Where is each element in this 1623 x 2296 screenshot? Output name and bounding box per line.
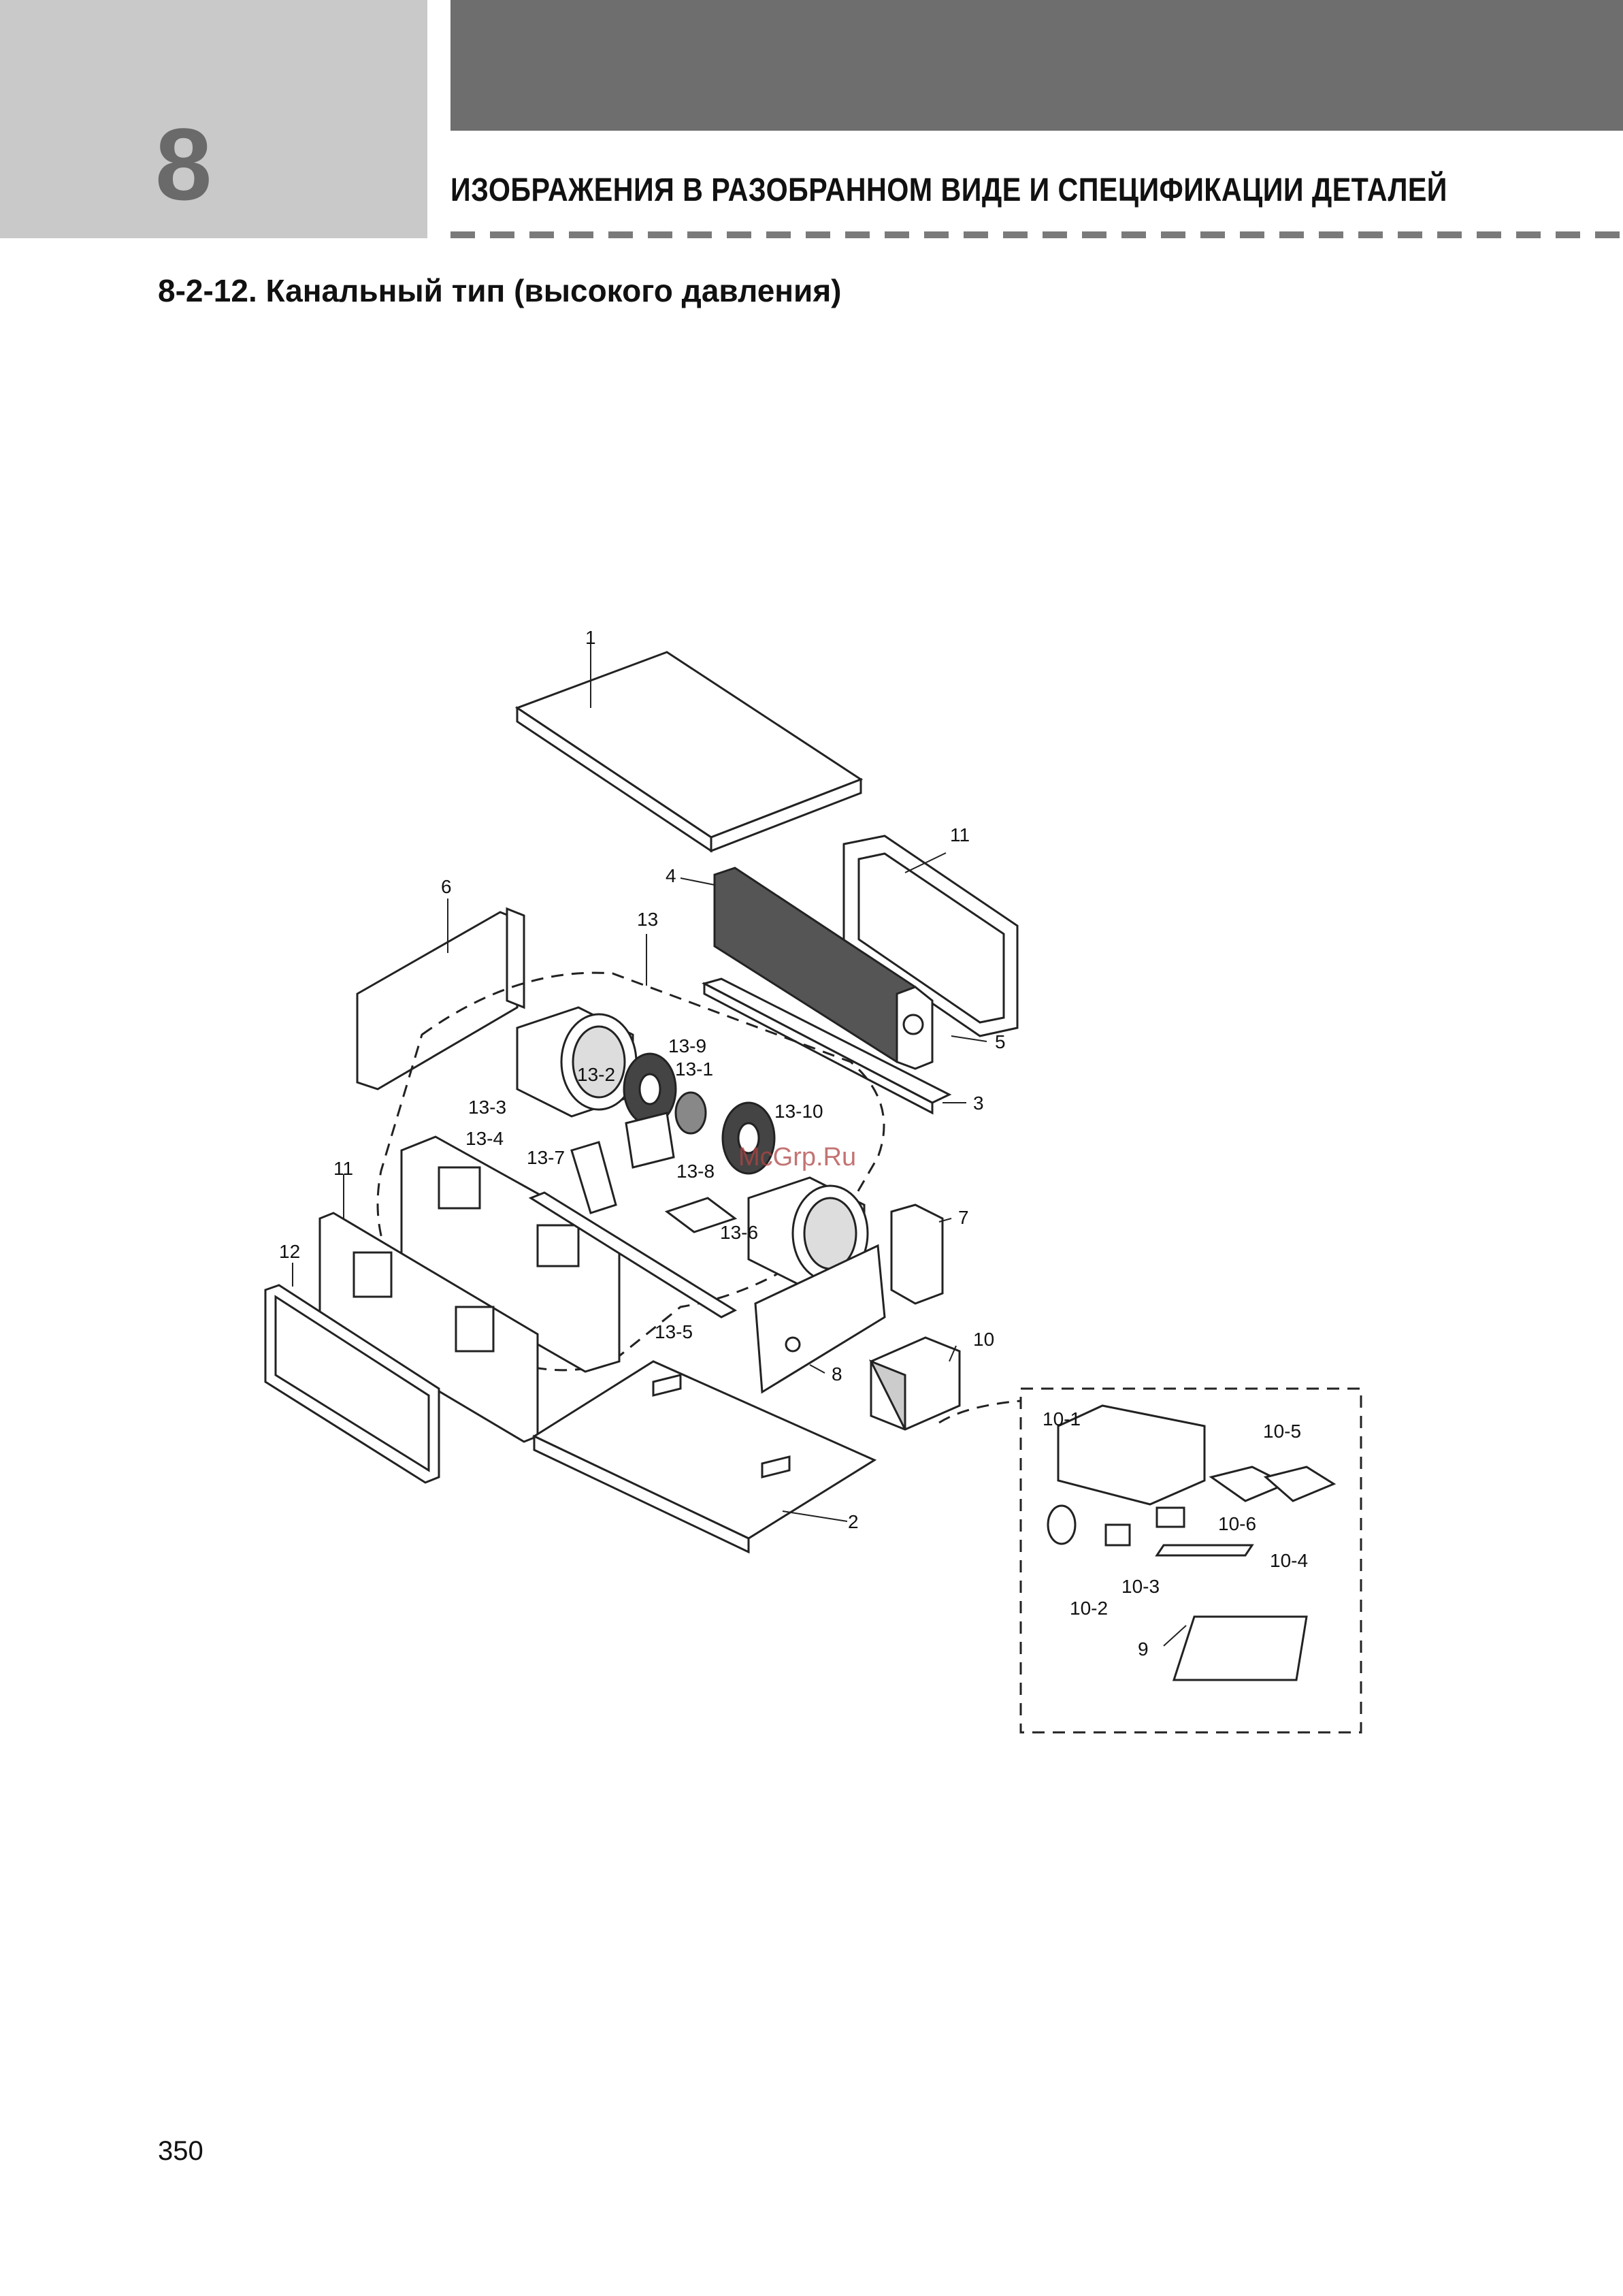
- callout-10-5: 10-5: [1263, 1421, 1301, 1442]
- part-motor: [676, 1093, 706, 1133]
- callout-13-9: 13-9: [668, 1035, 706, 1056]
- part-top-panel: [517, 652, 861, 851]
- callout-8: 8: [832, 1363, 842, 1385]
- part-side-panel-left: [357, 909, 524, 1089]
- callout-6: 6: [441, 876, 452, 897]
- callout-13-8: 13-8: [676, 1161, 715, 1182]
- callout-11-upper: 11: [950, 824, 970, 845]
- callout-10-2: 10-2: [1070, 1598, 1108, 1619]
- callout-10-6: 10-6: [1218, 1513, 1256, 1534]
- watermark: McGrp.Ru: [738, 1143, 856, 1171]
- callout-13-4: 13-4: [465, 1128, 504, 1149]
- callout-13-7: 13-7: [527, 1147, 565, 1168]
- callout-13-2: 13-2: [577, 1064, 615, 1085]
- callout-7: 7: [958, 1207, 969, 1228]
- callout-10-3: 10-3: [1121, 1576, 1160, 1597]
- callout-13: 13: [637, 909, 658, 930]
- callout-13-5: 13-5: [655, 1321, 693, 1342]
- callout-10-4: 10-4: [1270, 1550, 1308, 1571]
- callout-9: 9: [1138, 1638, 1149, 1660]
- part-component: [1157, 1508, 1184, 1527]
- callout-5: 5: [995, 1031, 1006, 1052]
- page-number: 350: [158, 2136, 203, 2167]
- callout-13-6: 13-6: [720, 1222, 758, 1243]
- callout-13-10: 13-10: [774, 1101, 823, 1122]
- part-cover: [1174, 1617, 1307, 1680]
- part-capacitor: [1048, 1506, 1075, 1544]
- part-relay: [1106, 1525, 1130, 1545]
- callout-11-lower: 11: [333, 1158, 353, 1179]
- callout-2: 2: [848, 1511, 859, 1532]
- callout-1: 1: [585, 627, 596, 648]
- callout-13-1: 13-1: [675, 1058, 713, 1080]
- part-support-plate: [572, 1142, 616, 1213]
- part-terminal-block: [1157, 1545, 1252, 1555]
- part-scroll-housing-left: [517, 1007, 636, 1116]
- callout-10-1: 10-1: [1043, 1408, 1081, 1429]
- callout-4: 4: [666, 865, 676, 886]
- callout-12: 12: [279, 1241, 300, 1262]
- callout-13-3: 13-3: [468, 1097, 506, 1118]
- part-side-panel-right: [891, 1205, 942, 1304]
- callout-3: 3: [973, 1093, 984, 1114]
- part-motor-bracket: [626, 1113, 674, 1167]
- callout-10: 10: [973, 1329, 994, 1350]
- part-bottom-panel: [534, 1361, 874, 1552]
- part-control-box: [871, 1338, 960, 1429]
- part-pcb-2: [1266, 1467, 1334, 1501]
